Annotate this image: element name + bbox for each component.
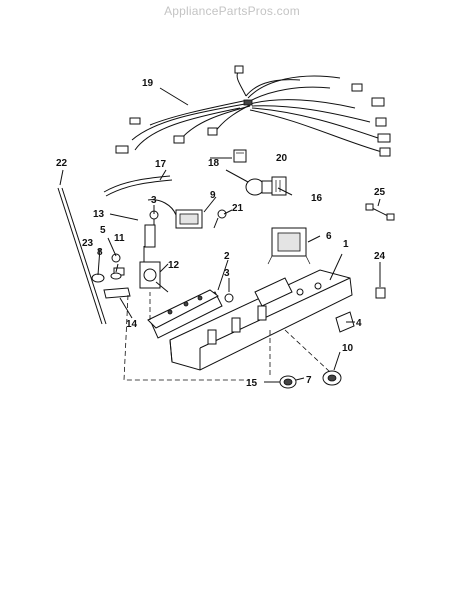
callout-13: 13 (93, 209, 105, 220)
clip-4[interactable] (335, 311, 355, 333)
callout-19: 19 (142, 78, 154, 89)
callout-12: 12 (168, 260, 180, 271)
callout-7: 7 (306, 375, 312, 386)
callout-15: 15 (246, 378, 258, 389)
callout-20: 20 (276, 153, 288, 164)
callout-25: 25 (374, 187, 386, 198)
callout-17: 17 (155, 159, 167, 170)
screw-21[interactable] (213, 209, 227, 229)
tube[interactable] (103, 175, 173, 197)
wire-connector-25[interactable] (365, 203, 395, 221)
watermark: AppliancePartsPros.com (164, 4, 300, 18)
callout-18: 18 (208, 158, 220, 169)
callout-2: 2 (224, 251, 230, 262)
callout-16: 16 (311, 193, 323, 204)
transformer[interactable] (267, 227, 311, 265)
control-housing (149, 269, 353, 371)
callout-3-top: 3 (151, 195, 157, 206)
rod[interactable] (57, 187, 107, 325)
callout-21: 21 (232, 203, 244, 214)
bracket-board[interactable] (147, 289, 219, 329)
callout-22: 22 (56, 158, 68, 169)
plug-24[interactable] (375, 287, 386, 299)
grommet-15[interactable] (279, 375, 297, 389)
callout-6: 6 (326, 231, 332, 242)
callout-1: 1 (343, 239, 349, 250)
lamp-assembly[interactable] (233, 149, 287, 196)
control-assembly[interactable] (113, 224, 169, 293)
callout-5: 5 (100, 225, 106, 236)
grommet-10[interactable] (322, 370, 342, 386)
fasteners-left[interactable] (91, 253, 131, 299)
screw-3[interactable] (224, 293, 234, 303)
callout-10: 10 (342, 343, 354, 354)
callout-24: 24 (374, 251, 386, 262)
callout-3: 3 (224, 268, 230, 279)
callout-14: 14 (126, 319, 138, 330)
callout-labels: 19 20 18 17 16 9 21 3 13 5 11 8 23 12 14… (56, 78, 386, 389)
callout-9: 9 (210, 190, 216, 201)
wire-harness[interactable] (115, 65, 391, 157)
leader-lines (59, 87, 381, 383)
callout-4: 4 (356, 318, 362, 329)
callout-8: 8 (97, 247, 103, 258)
assembly-lines (123, 292, 331, 381)
callout-11: 11 (114, 233, 125, 244)
callout-23: 23 (82, 238, 94, 249)
